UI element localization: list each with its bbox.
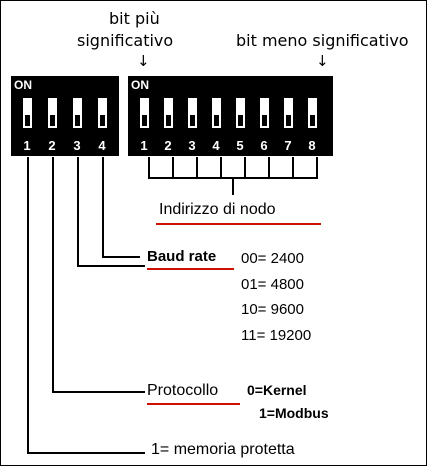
bracket-tick — [244, 157, 246, 179]
leader-line-sw3 — [77, 157, 79, 266]
baud-option: 01= 4800 — [241, 276, 304, 293]
dip-switch-lever — [236, 98, 245, 128]
baud-rate-underline — [147, 268, 234, 270]
leader-line-sw4 — [102, 256, 140, 258]
bracket-tick — [292, 157, 294, 179]
leader-line-sw3 — [77, 265, 145, 267]
dip-switch-lever — [23, 98, 32, 128]
protocol-underline — [147, 403, 240, 405]
dip-switch-number: 2 — [164, 138, 172, 153]
leader-line-sw2 — [52, 391, 145, 393]
lsb-label: bit meno significativo — [236, 31, 409, 50]
dip-switch-8: ON 1 2 3 4 5 6 7 8 — [128, 76, 333, 156]
dip-switch-lever — [140, 98, 149, 128]
dip-switch-number: 4 — [212, 138, 220, 153]
dip-switch-number: 6 — [260, 138, 268, 153]
bracket-tick — [172, 157, 174, 179]
msb-label-line2: significativo — [77, 31, 174, 50]
node-address-title: Indirizzo di nodo — [159, 201, 276, 218]
dip-switch-number: 4 — [98, 138, 106, 153]
dip-switch-number: 3 — [188, 138, 196, 153]
protocol-option: 1=Modbus — [259, 405, 329, 421]
memory-protect-title: 1= memoria protetta — [151, 441, 295, 458]
bracket-tick — [196, 157, 198, 179]
down-arrow-icon: ↓ — [316, 52, 329, 70]
dip-on-label: ON — [14, 78, 32, 92]
dip-switch-number: 8 — [308, 138, 316, 153]
dip-switch-lever — [284, 98, 293, 128]
leader-line-sw4 — [102, 157, 104, 257]
dip-switch-number: 3 — [73, 138, 81, 153]
dip-switch-lever — [260, 98, 269, 128]
bracket-tick — [148, 157, 150, 179]
leader-line-sw1 — [27, 452, 145, 454]
baud-option: 11= 19200 — [241, 327, 312, 344]
dip-switch-lever — [188, 98, 197, 128]
bracket-tick — [220, 157, 222, 179]
dip-switch-lever — [98, 98, 107, 128]
bracket-tick — [268, 157, 270, 179]
down-arrow-icon: ↓ — [137, 52, 150, 70]
dip-switch-number: 5 — [236, 138, 244, 153]
dip-switch-number: 2 — [48, 138, 56, 153]
dip-switch-lever — [308, 98, 317, 128]
dip-switch-4: ON 1 2 3 4 — [11, 76, 119, 156]
dip-switch-number: 1 — [23, 138, 31, 153]
node-address-underline — [156, 223, 321, 225]
baud-option: 10= 9600 — [241, 301, 304, 318]
bracket-stem — [232, 177, 234, 195]
dip-switch-lever — [164, 98, 173, 128]
protocol-title: Protocollo — [147, 382, 219, 399]
baud-rate-title: Baud rate — [147, 248, 217, 265]
dip-switch-lever — [73, 98, 82, 128]
dip-switch-number: 1 — [140, 138, 148, 153]
leader-line-sw1 — [27, 157, 29, 453]
leader-line-sw2 — [52, 157, 54, 392]
dip-switch-number: 7 — [284, 138, 292, 153]
dip-switch-lever — [48, 98, 57, 128]
baud-option: 00= 2400 — [241, 250, 304, 267]
msb-label-line1: bit più — [109, 9, 160, 28]
protocol-option: 0=Kernel — [247, 382, 307, 398]
bracket-tick — [316, 157, 318, 179]
dip-switch-lever — [212, 98, 221, 128]
dip-on-label: ON — [131, 78, 149, 92]
